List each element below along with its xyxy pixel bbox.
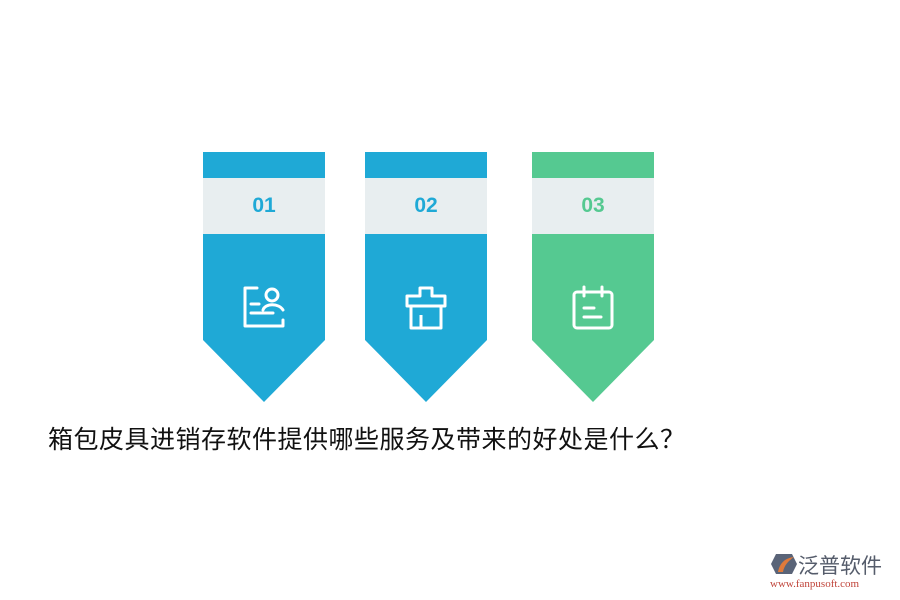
fanpu-logo-icon bbox=[771, 554, 797, 574]
step-number-band: 01 bbox=[203, 178, 325, 234]
brand-name: 泛普软件 bbox=[798, 555, 882, 578]
brand-url: www.fanpusoft.com bbox=[770, 578, 860, 590]
step-card-2: 02 bbox=[365, 152, 487, 402]
step-number: 02 bbox=[414, 194, 438, 217]
page-title: 箱包皮具进销存软件提供哪些服务及带来的好处是什么？ bbox=[48, 427, 686, 454]
user-document-icon bbox=[243, 286, 285, 328]
step-number-band: 02 bbox=[365, 178, 487, 234]
step-number-band: 03 bbox=[532, 178, 654, 234]
calendar-icon bbox=[572, 285, 614, 330]
step-number: 03 bbox=[581, 194, 605, 217]
shop-house-icon bbox=[405, 286, 447, 330]
step-number: 01 bbox=[252, 194, 276, 217]
step-card-1: 01 bbox=[203, 152, 325, 402]
step-card-3: 03 bbox=[532, 152, 654, 402]
brand-logo: 泛普软件 www.fanpusoft.com bbox=[766, 550, 896, 592]
